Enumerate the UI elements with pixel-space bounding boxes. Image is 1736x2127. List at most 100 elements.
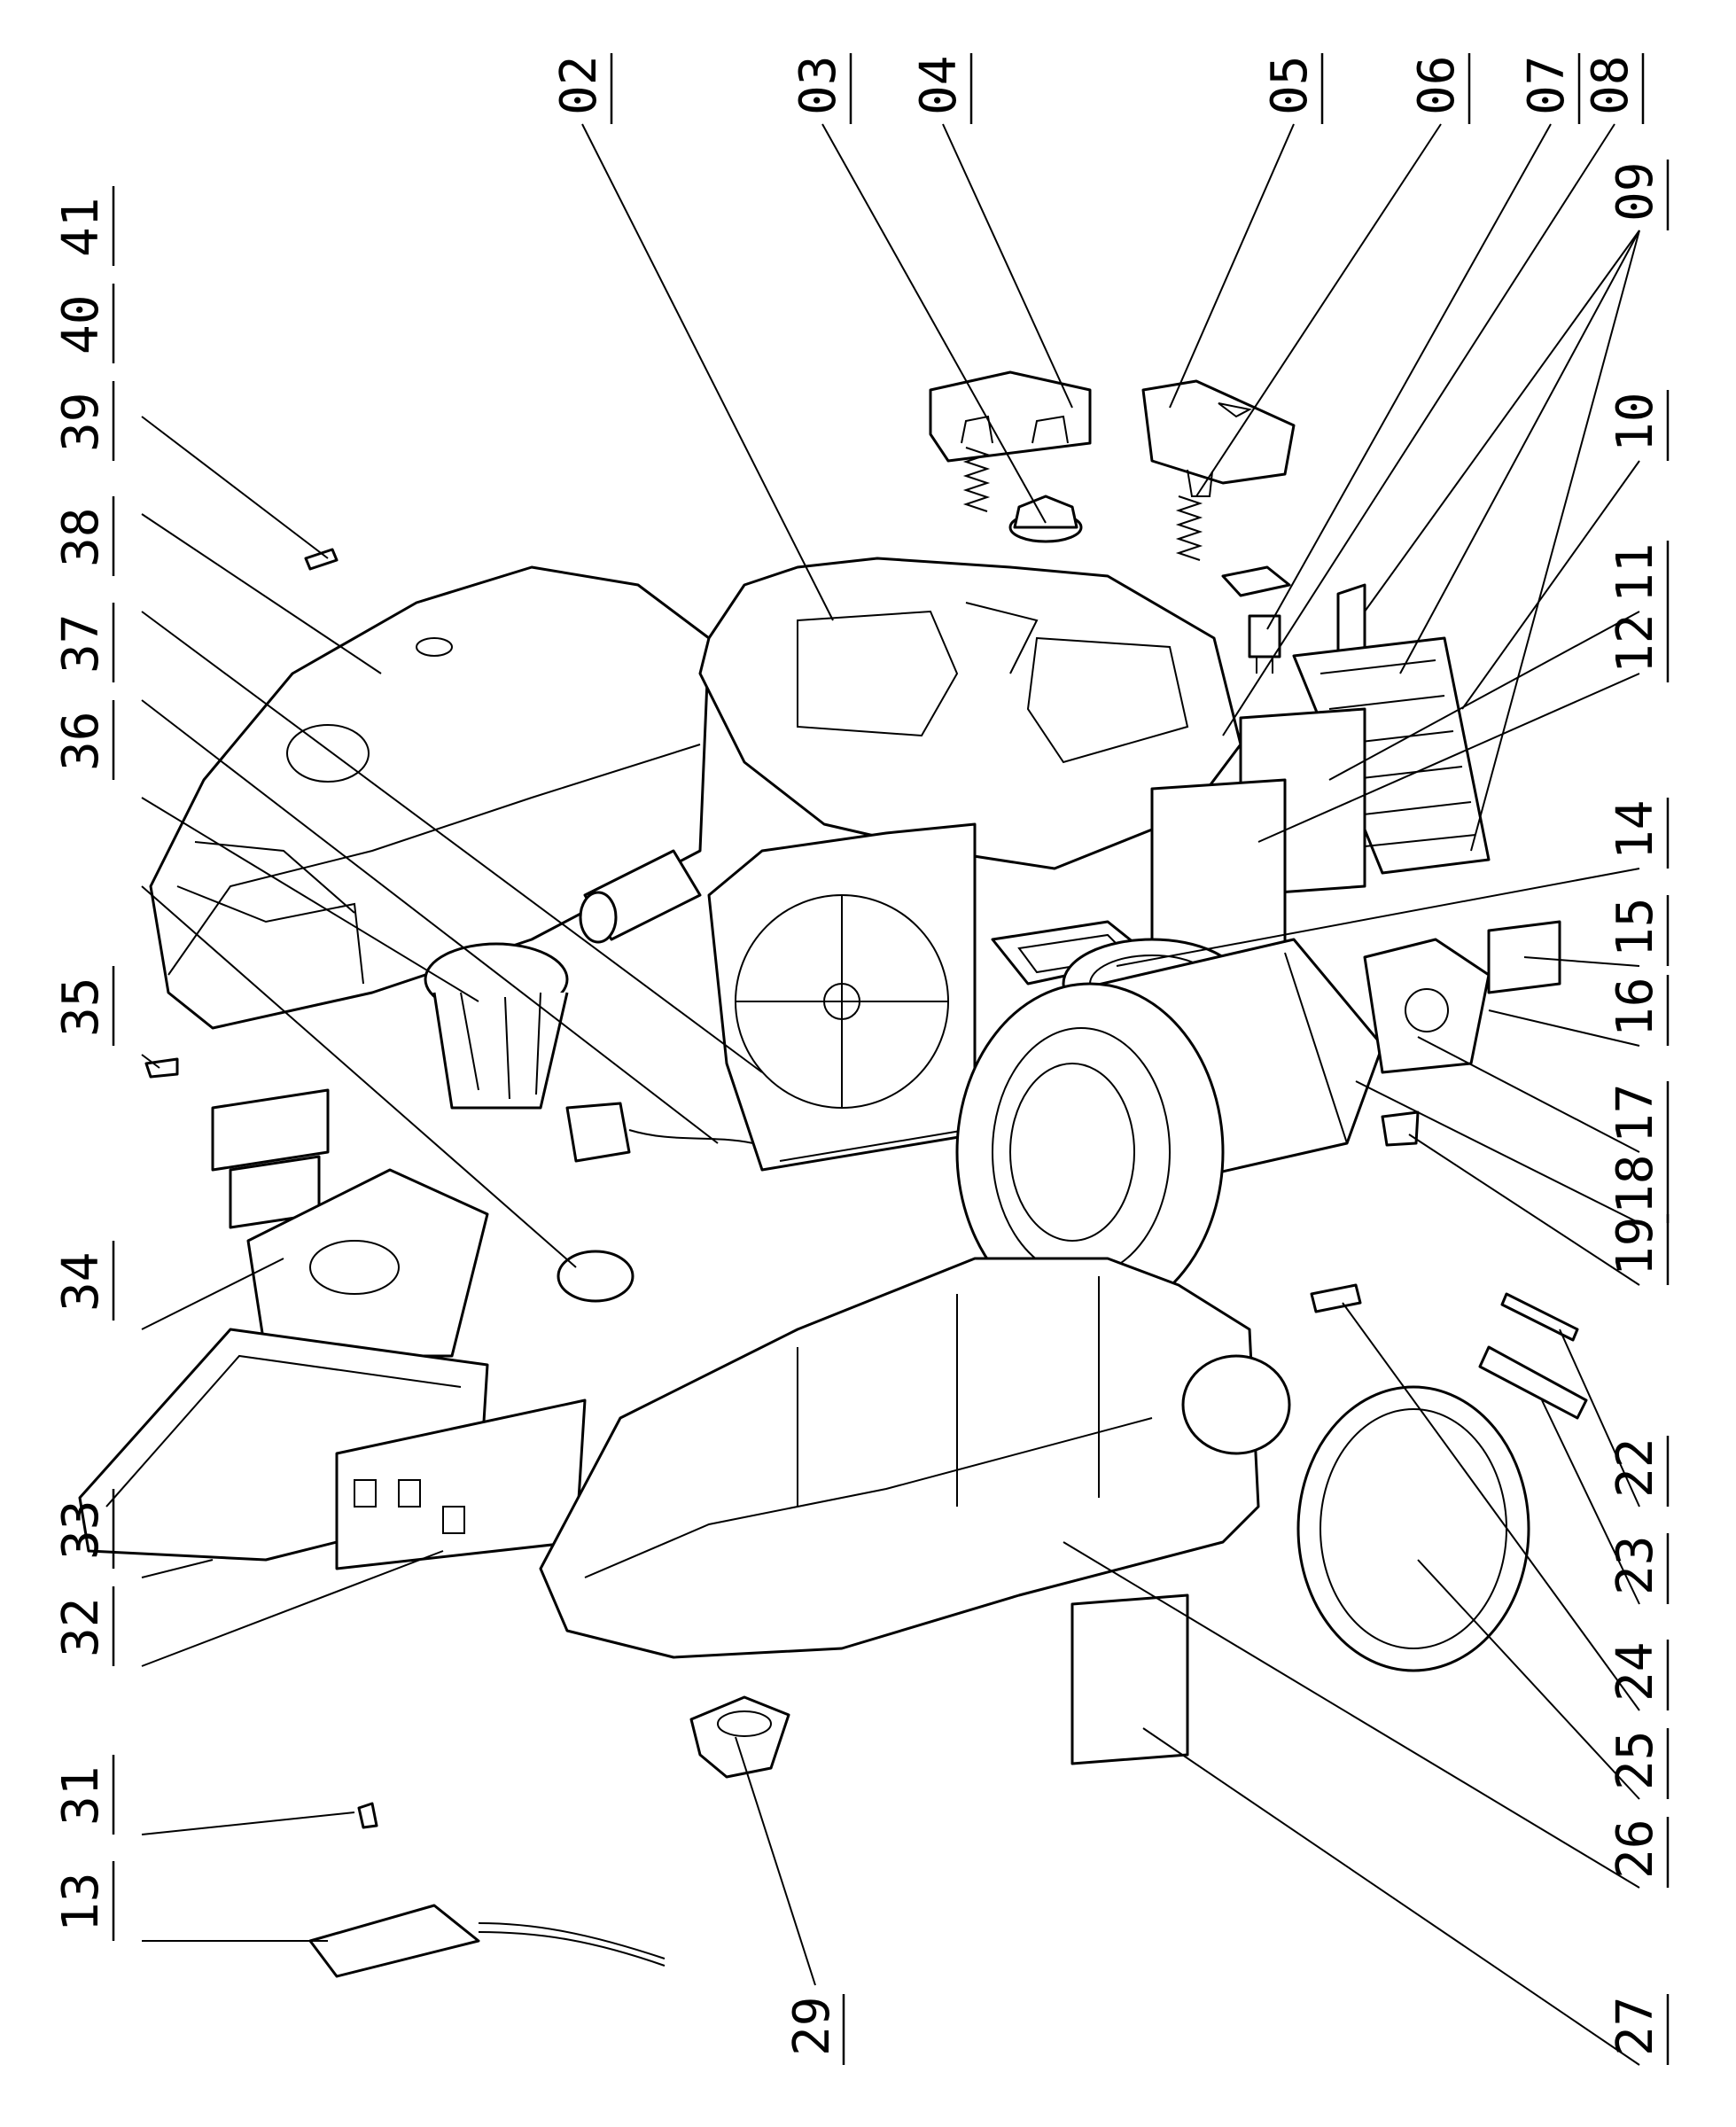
part-19-tab bbox=[1381, 1110, 1420, 1147]
label-31: 31 bbox=[52, 1766, 110, 1826]
label-26: 26 bbox=[1607, 1819, 1664, 1879]
label-24: 24 bbox=[1607, 1642, 1664, 1702]
callout-18: 18 bbox=[1607, 1152, 1670, 1223]
label-06: 06 bbox=[1408, 56, 1466, 115]
callout-14: 14 bbox=[1607, 798, 1670, 869]
part-13-circuit-board bbox=[308, 1904, 666, 1978]
label-33: 33 bbox=[52, 1500, 110, 1560]
callout-25: 25 bbox=[1607, 1728, 1670, 1799]
callout-04: 04 bbox=[910, 53, 973, 124]
callout-36: 36 bbox=[52, 700, 115, 780]
label-10: 10 bbox=[1607, 393, 1664, 452]
label-22: 22 bbox=[1607, 1438, 1664, 1498]
part-22-pin bbox=[1500, 1292, 1579, 1342]
part-26-main-body bbox=[539, 1257, 1260, 1659]
label-27: 27 bbox=[1607, 1997, 1664, 2056]
callout-32: 32 bbox=[52, 1586, 115, 1666]
callout-02: 02 bbox=[550, 53, 613, 124]
part-29-caster bbox=[689, 1695, 790, 1779]
part-04-spring bbox=[962, 447, 991, 512]
label-39: 39 bbox=[52, 393, 110, 452]
label-15: 15 bbox=[1607, 898, 1664, 957]
label-05: 05 bbox=[1261, 56, 1319, 115]
leader-lines bbox=[141, 123, 1640, 2066]
part-36-bag-holder bbox=[211, 1088, 330, 1229]
callout-34: 34 bbox=[52, 1241, 115, 1321]
label-35: 35 bbox=[52, 978, 110, 1037]
label-36: 36 bbox=[52, 712, 110, 771]
label-34: 34 bbox=[52, 1252, 110, 1312]
label-32: 32 bbox=[52, 1598, 110, 1657]
label-07: 07 bbox=[1518, 56, 1576, 115]
callout-17: 17 bbox=[1607, 1081, 1670, 1152]
label-04: 04 bbox=[910, 56, 968, 115]
label-14: 14 bbox=[1607, 800, 1664, 860]
callout-35: 35 bbox=[52, 966, 115, 1046]
part-05-switch-cover bbox=[1141, 379, 1296, 497]
callout-22: 22 bbox=[1607, 1436, 1670, 1507]
callout-39: 39 bbox=[52, 381, 115, 461]
label-13: 13 bbox=[52, 1873, 110, 1932]
part-front-wheel-hub bbox=[1181, 1354, 1291, 1455]
part-16-bracket bbox=[1363, 938, 1491, 1074]
callout-26: 26 bbox=[1607, 1817, 1670, 1888]
callout-27: 27 bbox=[1607, 1994, 1670, 2065]
label-40: 40 bbox=[52, 295, 110, 354]
label-18: 18 bbox=[1607, 1155, 1664, 1214]
callout-09: 09 bbox=[1607, 160, 1670, 230]
part-37-canister bbox=[424, 942, 569, 1110]
part-05-spring bbox=[1175, 495, 1203, 561]
label-02: 02 bbox=[550, 56, 608, 115]
part-41-clip bbox=[304, 548, 339, 571]
part-07-switch bbox=[1248, 614, 1281, 674]
label-11: 11 bbox=[1607, 543, 1664, 603]
callout-40: 40 bbox=[52, 284, 115, 363]
label-37: 37 bbox=[52, 614, 110, 674]
part-38-roller bbox=[579, 849, 702, 944]
label-29: 29 bbox=[783, 1997, 841, 2056]
label-16: 16 bbox=[1607, 978, 1664, 1037]
part-40-top-cover bbox=[149, 565, 711, 1030]
callout-19: 19 bbox=[1607, 1214, 1670, 1285]
label-23: 23 bbox=[1607, 1536, 1664, 1595]
callout-41: 41 bbox=[52, 186, 115, 266]
part-23-tube bbox=[1478, 1345, 1588, 1420]
callout-37: 37 bbox=[52, 603, 115, 682]
callout-11: 11 bbox=[1607, 541, 1670, 612]
label-08: 08 bbox=[1582, 56, 1639, 115]
part-25-tab bbox=[1310, 1283, 1362, 1313]
label-03: 03 bbox=[790, 56, 847, 115]
callout-16: 16 bbox=[1607, 975, 1670, 1046]
part-04-button-cap bbox=[929, 370, 1092, 463]
label-38: 38 bbox=[52, 508, 110, 567]
callout-07: 07 bbox=[1518, 53, 1581, 124]
label-17: 17 bbox=[1607, 1084, 1664, 1143]
label-12: 12 bbox=[1607, 614, 1664, 674]
callout-24: 24 bbox=[1607, 1640, 1670, 1710]
part-sealing-ring bbox=[557, 1250, 634, 1303]
part-24-ring bbox=[1296, 1385, 1530, 1672]
callout-10: 10 bbox=[1607, 390, 1670, 461]
callout-38: 38 bbox=[52, 496, 115, 576]
label-09: 09 bbox=[1607, 162, 1664, 222]
callout-03: 03 bbox=[790, 53, 852, 124]
part-06-plate bbox=[1221, 565, 1291, 597]
callout-23: 23 bbox=[1607, 1533, 1670, 1604]
callout-13: 13 bbox=[52, 1861, 115, 1941]
label-41: 41 bbox=[52, 198, 110, 257]
part-03-knob bbox=[1008, 495, 1083, 543]
callout-12: 12 bbox=[1607, 612, 1670, 682]
callout-15: 15 bbox=[1607, 895, 1670, 966]
callout-31: 31 bbox=[52, 1755, 115, 1835]
callout-05: 05 bbox=[1261, 53, 1324, 124]
part-power-plug bbox=[565, 1102, 754, 1163]
part-31-clip bbox=[357, 1802, 378, 1829]
callout-08: 08 bbox=[1582, 53, 1645, 124]
label-25: 25 bbox=[1607, 1731, 1664, 1790]
callout-06: 06 bbox=[1408, 53, 1471, 124]
part-18-filter-sheet bbox=[1070, 1593, 1189, 1765]
callout-29: 29 bbox=[783, 1994, 845, 2065]
label-19: 19 bbox=[1607, 1217, 1664, 1276]
callout-33: 33 bbox=[52, 1489, 115, 1569]
